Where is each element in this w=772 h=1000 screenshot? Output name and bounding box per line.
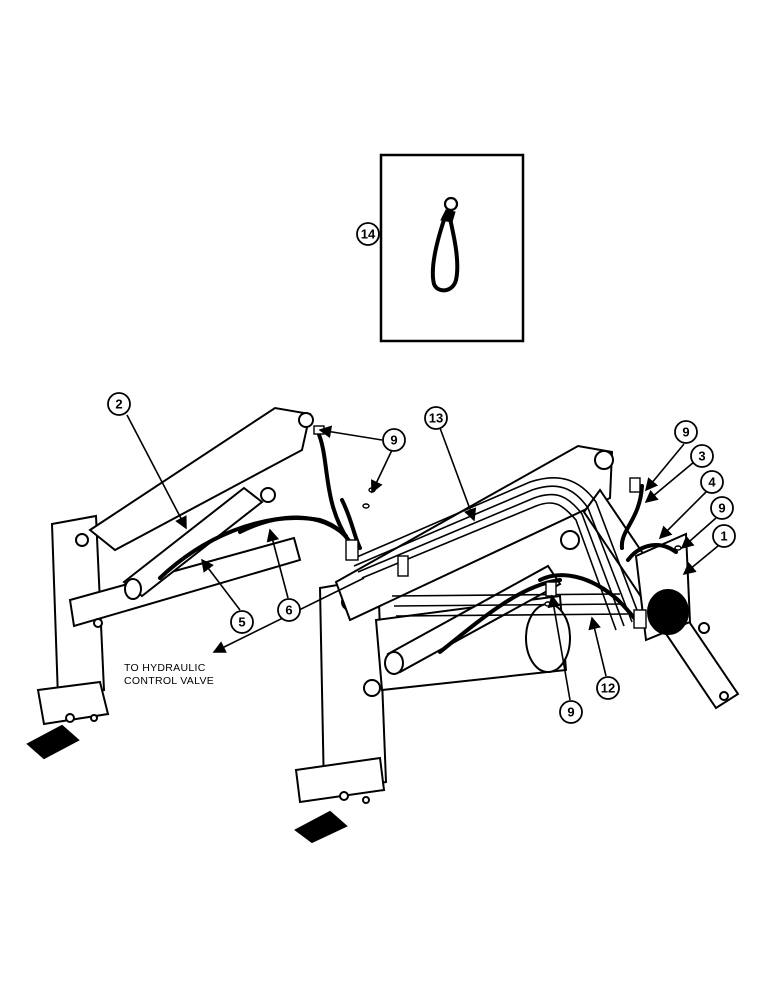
callout-4: 4 xyxy=(700,470,724,494)
callout-9-top-label: 9 xyxy=(390,433,397,448)
callout-2: 2 xyxy=(107,392,131,416)
callout-1-label: 1 xyxy=(720,529,727,544)
note-line-1: TO HYDRAULIC xyxy=(124,662,206,674)
left-lift-cylinder xyxy=(122,486,264,600)
callout-13-label: 13 xyxy=(429,411,443,426)
callout-12-label: 12 xyxy=(601,681,615,696)
callout-9-mid: 9 xyxy=(710,496,734,520)
callout-9-bottom-label: 9 xyxy=(567,705,574,720)
cross-tube xyxy=(374,594,571,692)
steel-tubes xyxy=(349,477,641,631)
left-boom-arm xyxy=(68,406,314,628)
right-upright xyxy=(294,576,388,844)
callout-14: 14 xyxy=(356,222,380,246)
callout-1: 1 xyxy=(712,524,736,548)
leader-lines xyxy=(126,414,719,701)
callout-4-label: 4 xyxy=(708,475,716,490)
callouts: 14 2 13 9 9 3 4 9 xyxy=(107,222,736,724)
note-line-2: CONTROL VALVE xyxy=(124,675,214,687)
callout-6-label: 6 xyxy=(285,603,292,618)
callout-6: 6 xyxy=(277,598,301,622)
hydraulic-note: TO HYDRAULIC CONTROL VALVE xyxy=(124,662,214,687)
callout-5: 5 xyxy=(230,610,254,634)
callout-9-right-label: 9 xyxy=(682,425,689,440)
left-upright xyxy=(26,514,110,760)
inset-box xyxy=(379,153,525,343)
callout-9-bottom: 9 xyxy=(559,700,583,724)
callout-12: 12 xyxy=(596,676,620,700)
hose-strap-icon xyxy=(430,196,460,293)
callout-5-label: 5 xyxy=(238,615,245,630)
callout-3: 3 xyxy=(690,444,714,468)
callout-9-right: 9 xyxy=(674,420,698,444)
callout-14-label: 14 xyxy=(361,227,376,242)
callout-2-label: 2 xyxy=(115,397,122,412)
callout-13: 13 xyxy=(424,406,448,430)
callout-3-label: 3 xyxy=(698,449,705,464)
callout-9-mid-label: 9 xyxy=(718,501,725,516)
callout-9-top: 9 xyxy=(382,428,406,452)
